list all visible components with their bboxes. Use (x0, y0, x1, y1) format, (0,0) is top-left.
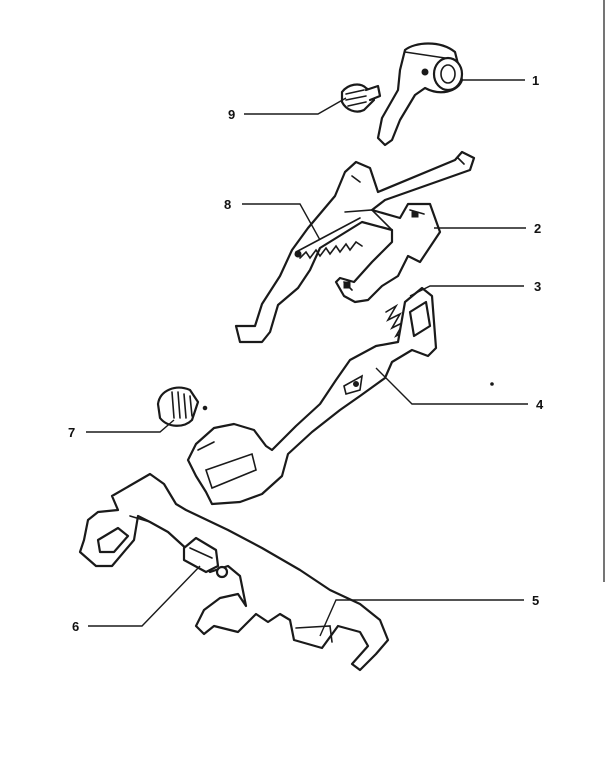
leader-7 (86, 419, 175, 433)
part-5-base-bracket (78, 472, 390, 672)
speck (490, 382, 494, 386)
callout-5: 5 (532, 593, 539, 608)
callout-9: 9 (228, 107, 235, 122)
part-7-knob (156, 386, 208, 427)
part-9-screw (340, 83, 382, 113)
callout-labels: 1 2 3 4 5 6 7 8 9 (68, 73, 544, 634)
callout-6: 6 (72, 619, 79, 634)
leader-5 (319, 599, 524, 637)
part-8-spring (299, 240, 363, 260)
part-6-clip (182, 536, 229, 579)
callout-3: 3 (534, 279, 541, 294)
part-2-bracket-frame (234, 150, 476, 344)
callout-1: 1 (532, 73, 539, 88)
callout-7: 7 (68, 425, 75, 440)
leader-9 (244, 97, 347, 115)
callout-8: 8 (224, 197, 231, 212)
callout-2: 2 (534, 221, 541, 236)
leader-lines (86, 79, 528, 637)
part-1-lever-collar (376, 42, 464, 147)
leader-8 (242, 203, 321, 241)
leader-3 (409, 285, 524, 297)
leader-4 (375, 367, 528, 405)
part-3-spring (385, 303, 409, 338)
leader-6 (88, 565, 201, 627)
part-4-lever-arm (186, 286, 438, 506)
callout-4: 4 (536, 397, 544, 412)
